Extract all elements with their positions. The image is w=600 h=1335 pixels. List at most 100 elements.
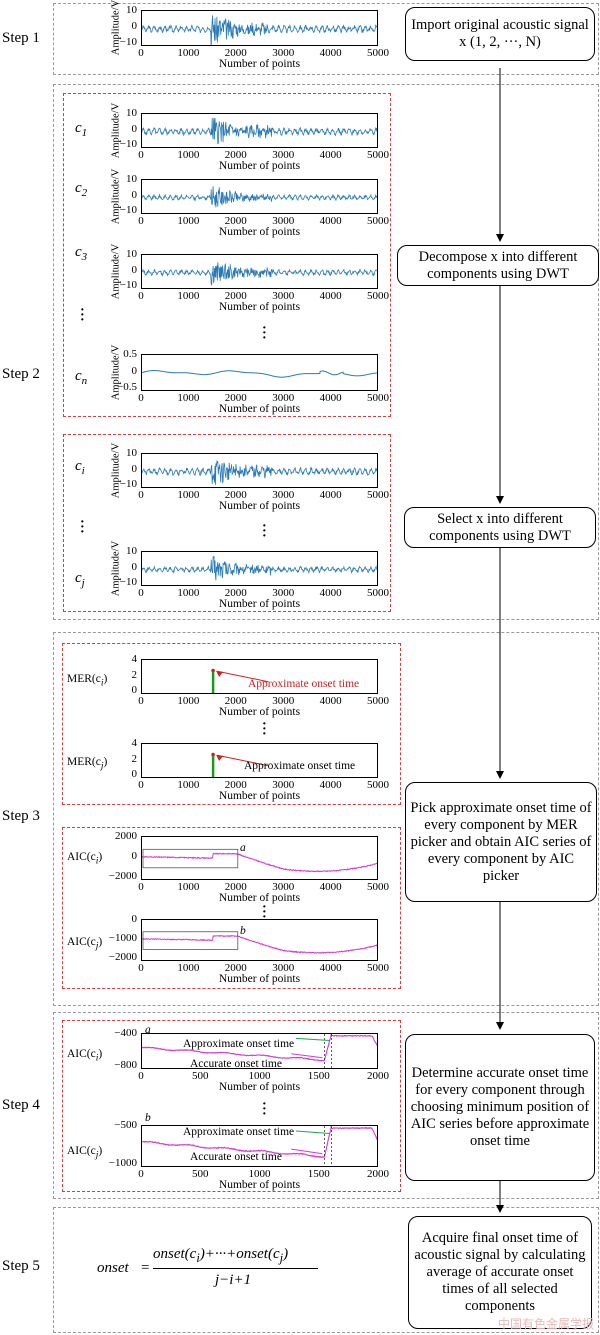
raw-signal-frame <box>141 10 378 46</box>
aic-ci-label-2: AIC(ci) <box>67 1048 103 1064</box>
aic-cj-label: AIC(cj) <box>67 936 103 952</box>
c1-signal-xtick: 4000 <box>319 149 342 161</box>
ci-signal-xtick: 3000 <box>272 489 295 501</box>
c3-signal-xtick: 3000 <box>272 290 295 302</box>
acc-ci-ytick: −800 <box>114 1059 137 1071</box>
cj-signal-ytick: −10 <box>119 576 137 588</box>
c1-signal-ytick: 0 <box>131 122 138 135</box>
acc-a-tag: a <box>145 1024 151 1036</box>
c3-signal-xtick: 0 <box>138 290 144 302</box>
c1-signal-xtick: 1000 <box>177 149 200 161</box>
cj-signal-xtick: 5000 <box>367 587 389 599</box>
c1-signal-ylabel: Amplitude/V <box>110 102 122 158</box>
c2-signal-ytick: −10 <box>119 204 137 216</box>
mer-cj-annotation: Approximate onset time <box>244 760 356 772</box>
c1-signal-ytick: 10 <box>126 107 137 119</box>
formula-numerator: onset(ci)+···+onset(cj) <box>153 1246 289 1265</box>
aic-cj-xtick: 3000 <box>272 962 295 974</box>
aic-ci-xtick: 1000 <box>177 881 200 893</box>
cn-signal-ytick: 0 <box>131 364 138 377</box>
aic-ci-xtick: 4000 <box>319 881 342 893</box>
mer-cj-xlabel: Number of points <box>218 790 301 802</box>
mer-ci-label: MER(ci) <box>67 673 108 689</box>
mer-ci-frame <box>141 659 378 694</box>
mer-ci-xtick: 0 <box>138 695 144 707</box>
vdots-plot-5: ··· <box>262 1097 267 1122</box>
aic-cj-label-2: AIC(cj) <box>67 1145 103 1161</box>
aic-group <box>62 827 401 989</box>
formula-eq: = <box>141 1260 150 1276</box>
aic-ci-a-tag: a <box>240 842 246 854</box>
decomposition-group <box>63 93 391 417</box>
watermark: 中国有色金属学报 <box>497 1317 594 1331</box>
mer-cj-xtick: 1000 <box>177 779 200 791</box>
c2-signal-xtick: 5000 <box>367 215 389 227</box>
mer-ci-xtick: 1000 <box>177 695 200 707</box>
ci-signal-xtick: 4000 <box>319 489 342 501</box>
acc-ci-approx: Approximate onset time <box>183 1038 295 1050</box>
cn-signal-xtick: 3000 <box>272 392 295 404</box>
acc-cj-approx: Approximate onset time <box>183 1126 295 1138</box>
c1-signal-frame <box>141 113 378 148</box>
raw-signal-xlabel: Number of points <box>218 58 301 70</box>
aic-cj-xtick: 5000 <box>367 962 389 974</box>
aic-ci-xtick: 3000 <box>272 881 295 893</box>
vdots-left-1: ··· <box>80 303 85 328</box>
c1-signal-xtick: 5000 <box>367 149 389 161</box>
mer-cj-xtick: 0 <box>138 779 144 791</box>
cn-signal-xtick: 0 <box>138 392 144 404</box>
mer-cj-xtick: 4000 <box>319 779 342 791</box>
formula: onset = onset(ci)+···+onset(cj) j−i+1 <box>97 1246 327 1306</box>
c3-signal-ytick: 10 <box>126 248 137 260</box>
aic-ci-xlabel: Number of points <box>218 892 301 904</box>
c2-signal-xtick: 4000 <box>319 215 342 227</box>
aic-cj-ytick: −1000 <box>108 932 137 944</box>
mer-ci-xlabel: Number of points <box>218 706 301 718</box>
mer-cj-xtick: 2000 <box>224 779 247 791</box>
c1-signal-xtick: 0 <box>138 149 144 161</box>
acc-cj-xtick: 1000 <box>248 1168 271 1180</box>
raw-signal-xtick: 1000 <box>177 47 200 59</box>
ci-signal-xtick: 0 <box>138 489 144 501</box>
cj-signal-xtick: 0 <box>138 587 144 599</box>
ci-signal-xlabel: Number of points <box>218 500 301 512</box>
mer-ci-xtick: 5000 <box>367 695 389 707</box>
c2-signal-ytick: 10 <box>126 173 137 185</box>
ci-signal-ylabel: Amplitude/V <box>110 442 122 498</box>
mer-ci-ytick: 2 <box>131 668 138 681</box>
c2-signal-xtick: 3000 <box>272 215 295 227</box>
c3-signal-xlabel: Number of points <box>218 301 301 313</box>
label-c1: c1 <box>75 120 88 139</box>
aic-cj-ytick: −2000 <box>108 951 137 963</box>
mer-ci-xtick: 2000 <box>224 695 247 707</box>
aic-cj-xlabel: Number of points <box>218 973 301 985</box>
acc-cj-xtick: 0 <box>138 1168 144 1180</box>
raw-signal-ylabel: Amplitude/V <box>110 0 122 56</box>
c3-signal-xtick: 2000 <box>224 290 247 302</box>
ci-signal-xtick: 1000 <box>177 489 200 501</box>
flow-decompose: Decompose x into different components us… <box>397 245 599 286</box>
cj-signal-ytick: 10 <box>126 545 137 557</box>
aic-ci-ytick: 2000 <box>115 830 137 842</box>
raw-signal-xtick: 0 <box>138 47 144 59</box>
acc-ci-ytick: −400 <box>114 1027 137 1039</box>
mer-cj-xtick: 5000 <box>367 779 389 791</box>
step2-box <box>53 84 599 620</box>
acc-ci-xtick: 1500 <box>307 1070 330 1082</box>
acc-b-tag: b <box>145 1112 151 1124</box>
ci-signal-xtick: 5000 <box>367 489 389 501</box>
c3-signal-ytick: −10 <box>119 279 137 291</box>
cj-signal-xtick: 2000 <box>224 587 247 599</box>
cj-signal-frame <box>141 551 378 586</box>
label-cn: cn <box>75 368 88 387</box>
acc-ci-xtick: 500 <box>192 1070 209 1082</box>
mer-cj-label: MER(cj) <box>67 756 108 772</box>
step2-label: Step 2 <box>2 366 40 382</box>
cn-signal-ytick: −0.5 <box>117 381 137 393</box>
acc-cj-accurate: Accurate onset time <box>190 1151 282 1163</box>
raw-signal-xtick: 3000 <box>272 47 295 59</box>
label-c2: c2 <box>75 180 88 199</box>
acc-cj-xtick: 500 <box>192 1168 209 1180</box>
ci-signal-frame <box>141 453 378 488</box>
acc-cj-frame <box>141 1125 378 1167</box>
